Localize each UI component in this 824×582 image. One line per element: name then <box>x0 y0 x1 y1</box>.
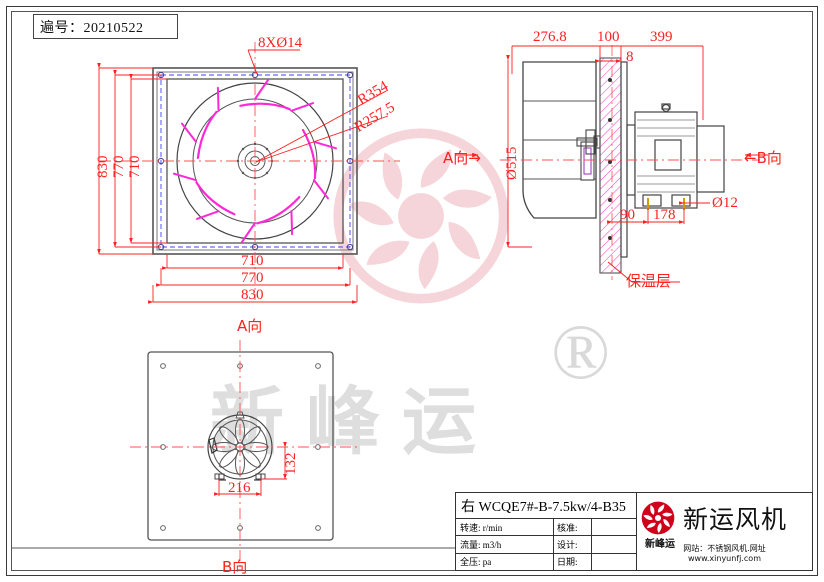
callout-insulation-layer: 保温层 <box>626 272 672 290</box>
callout-bolt-holes: 8XØ14 <box>258 35 303 51</box>
dim-side-diameter-515: Ø515 <box>504 146 520 180</box>
side-view-geometry <box>500 45 760 280</box>
dim-front-height-770: 770 <box>111 155 127 179</box>
spec-param-flow: 流量: m3/h <box>456 536 554 553</box>
table-row: 流量: m3/h 设计: <box>456 536 636 554</box>
view-arrow-label-b: ←B向 <box>744 149 782 167</box>
dim-side-399: 399 <box>650 29 673 45</box>
brand-row: 新峰运 新运风机 <box>637 493 812 550</box>
company-name: 新运风机 <box>683 505 788 534</box>
dim-side-276-8: 276.8 <box>533 29 567 45</box>
title-block-right: 新峰运 新运风机 网站：不锈钢风机.网址 www.xinyunfj.com <box>637 493 812 570</box>
drawing-number-text: 遍号：20210522 <box>40 20 144 36</box>
brand-sub-text: 新峰运 <box>645 539 675 550</box>
view-label-a: A向 <box>237 317 263 335</box>
dim-front-width-770: 770 <box>241 270 264 286</box>
drawing-number-box: 遍号：20210522 <box>33 14 178 39</box>
spec-value-approved[interactable] <box>592 519 636 535</box>
dim-bottom-height-132: 132 <box>283 452 299 476</box>
spec-field-approved: 核准: <box>554 519 592 536</box>
dim-front-width-710: 710 <box>241 253 264 269</box>
view-arrow-label-a: A向→ <box>443 149 481 167</box>
bottom-view-geometry <box>130 340 360 570</box>
company-footer: 网站：不锈钢风机.网址 www.xinyunfj.com <box>637 543 812 570</box>
spec-param-speed: 转速: r/min <box>456 519 554 536</box>
dim-front-width-830: 830 <box>241 287 264 303</box>
table-row: 转速: r/min 核准: <box>456 519 636 537</box>
dim-side-100: 100 <box>597 29 620 45</box>
dim-front-height-710: 710 <box>127 155 143 179</box>
model-designation: 右 WCQE7#-B-7.5kw/4-B35 <box>456 493 636 519</box>
dim-base-90: 90 <box>620 207 635 223</box>
bottom-view-dimensions <box>214 442 287 496</box>
dim-front-height-830: 830 <box>95 155 111 179</box>
table-row: 全压: pa 日期: <box>456 553 636 570</box>
dim-base-178: 178 <box>653 207 676 223</box>
spec-value-designer[interactable] <box>592 536 636 552</box>
dim-bolt-diameter-12: Ø12 <box>712 195 738 211</box>
title-block: 右 WCQE7#-B-7.5kw/4-B35 转速: r/min 核准: 流量:… <box>455 492 813 571</box>
drawing-frame-inner <box>11 11 813 571</box>
spec-rows: 转速: r/min 核准: 流量: m3/h 设计: 全压: pa 日期: <box>456 519 636 570</box>
front-view-dimensions <box>97 49 389 304</box>
spec-param-pressure: 全压: pa <box>456 553 554 570</box>
drawing-frame-outer <box>6 6 818 576</box>
company-website-label: 网站：不锈钢风机.网址 <box>683 544 766 553</box>
company-fan-logo-icon: 新峰运 <box>641 501 675 550</box>
view-label-b: B向 <box>222 558 248 576</box>
company-website-url[interactable]: www.xinyunfj.com <box>687 554 761 563</box>
title-block-left: 右 WCQE7#-B-7.5kw/4-B35 转速: r/min 核准: 流量:… <box>456 493 637 570</box>
spec-field-date: 日期: <box>554 553 592 570</box>
dim-plate-thickness-8: 8 <box>626 49 634 65</box>
spec-field-designer: 设计: <box>554 536 592 553</box>
spec-value-date[interactable] <box>592 554 636 570</box>
dim-bottom-width-216: 216 <box>228 480 251 496</box>
